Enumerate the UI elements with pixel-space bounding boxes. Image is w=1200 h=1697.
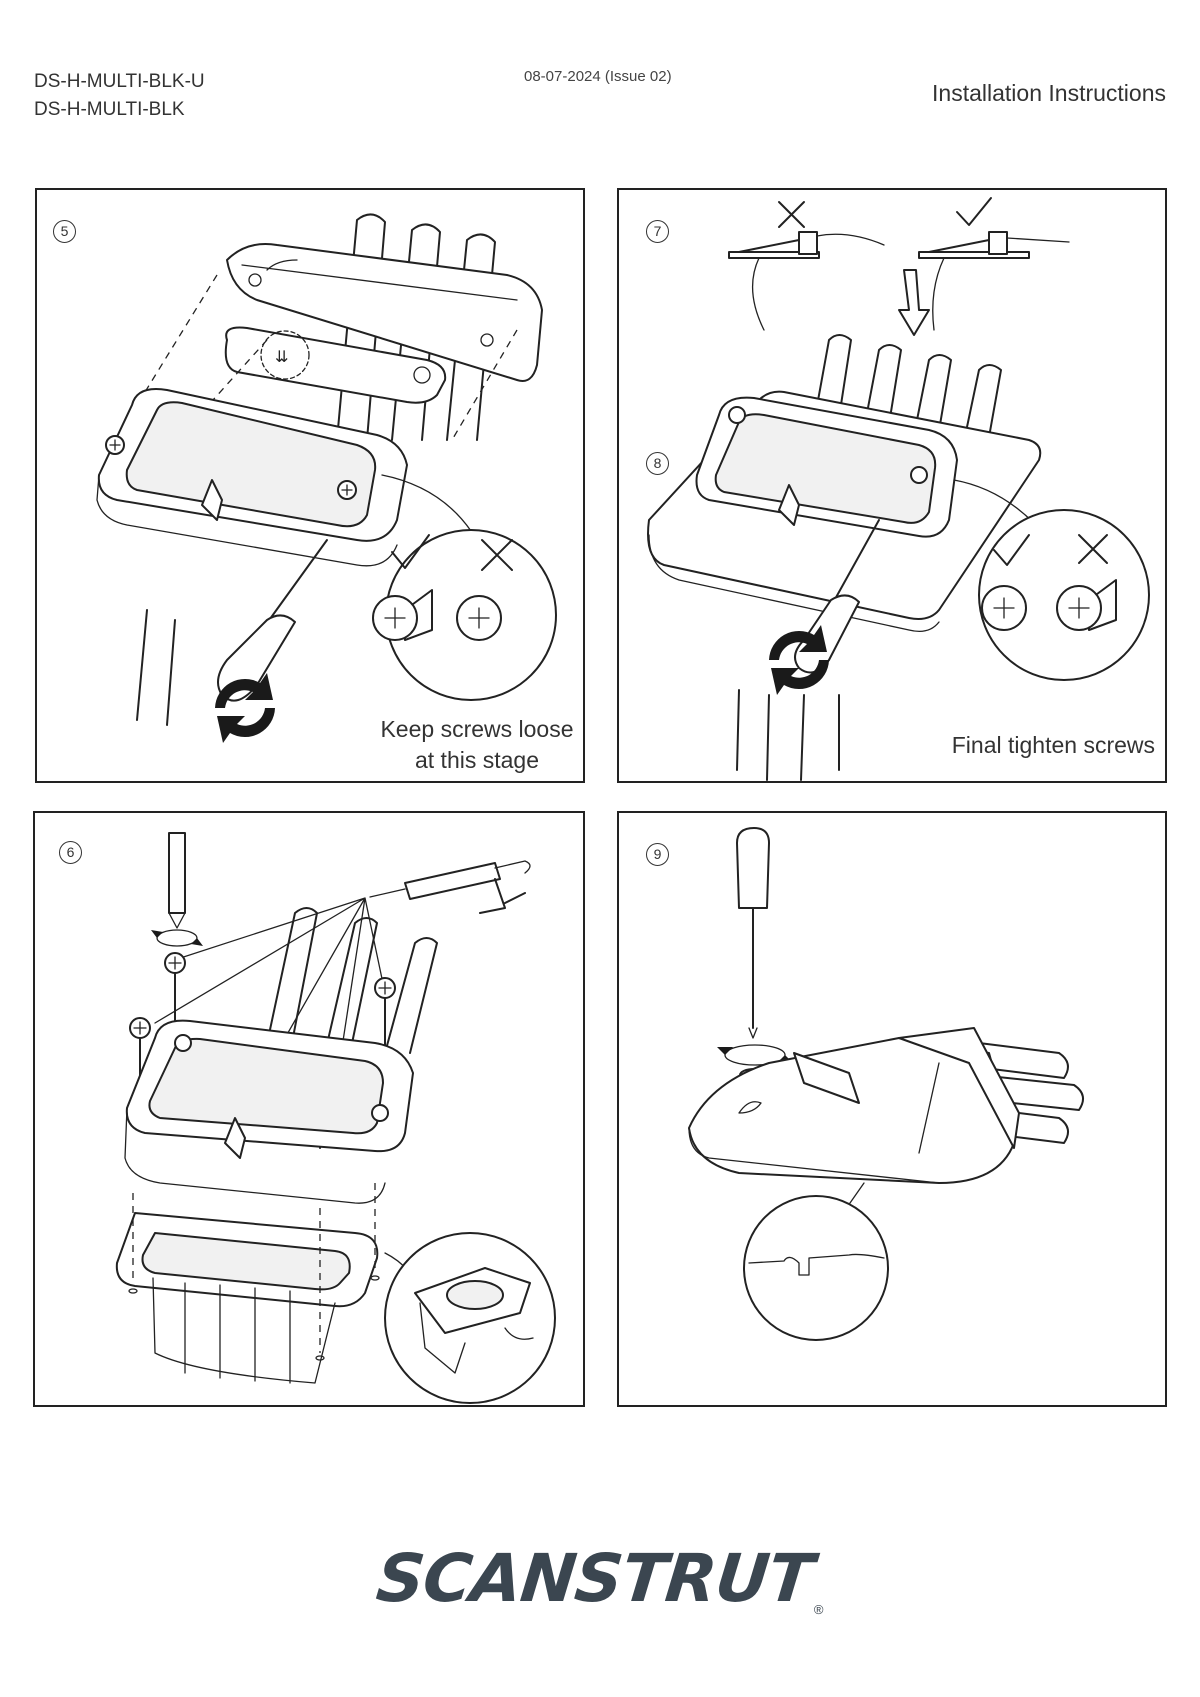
cross-icon <box>1078 534 1108 564</box>
product-code-1: DS-H-MULTI-BLK-U <box>34 71 205 92</box>
seal-detail-circle <box>743 1195 889 1341</box>
rotate-arrows-icon <box>151 929 203 947</box>
panel-step-6: 6 <box>33 811 585 1407</box>
logo-wordmark: SCANSTRUT <box>372 1540 816 1617</box>
panel-step-5: 5 ⇊ <box>35 188 585 783</box>
step-5-caption: Keep screws loose at this stage <box>380 716 574 773</box>
cover-dome <box>688 1027 1020 1184</box>
check-icon <box>956 197 992 226</box>
product-codes: DS-H-MULTI-BLK-U DS-H-MULTI-BLK <box>34 68 205 124</box>
step-number-5: 5 <box>53 220 76 243</box>
rotate-arrows-icon <box>215 673 275 743</box>
gasket: ⇊ <box>224 326 447 404</box>
rotate-arrows-icon <box>769 625 829 695</box>
cross-icon <box>778 201 805 228</box>
screw-detail-circle <box>978 509 1150 681</box>
step-7-8-illustration <box>647 197 1150 781</box>
gasket-detail-circle <box>384 1232 556 1404</box>
check-icon <box>993 534 1030 566</box>
step-5-illustration: ⇊ <box>96 213 557 743</box>
screw-icon <box>372 589 502 641</box>
step-number-6: 6 <box>59 841 82 864</box>
date-issue: 08-07-2024 (Issue 02) <box>524 68 672 85</box>
step-number-8: 8 <box>646 452 669 475</box>
cover-piece <box>226 243 543 382</box>
step-number-7: 7 <box>646 220 669 243</box>
product-code-2: DS-H-MULTI-BLK <box>34 99 185 120</box>
panel-step-7: 7 8 <box>617 188 1167 783</box>
page-title: Installation Instructions <box>932 80 1166 106</box>
correct-clamp-detail <box>918 231 1070 331</box>
step-number-9: 9 <box>646 843 669 866</box>
screwdriver-icon <box>217 539 328 702</box>
cable-bundle <box>136 213 496 726</box>
drill-icon <box>168 832 186 929</box>
sealant-gun-icon <box>369 860 531 914</box>
step-6-illustration <box>115 832 556 1404</box>
wrong-clamp-detail <box>728 231 885 331</box>
screwdriver-icon <box>736 827 770 1039</box>
screw-detail-circle <box>372 529 557 701</box>
step-7-caption: Final tighten screws <box>951 732 1155 758</box>
step-9-illustration <box>688 827 1084 1341</box>
panel-step-9: 9 <box>617 811 1167 1407</box>
scanstrut-logo: SCANSTRUT® <box>0 1540 1200 1617</box>
svg-text:⇊: ⇊ <box>275 347 288 366</box>
base-frame <box>96 388 408 567</box>
check-icon <box>391 534 430 569</box>
cross-icon <box>481 539 513 571</box>
registered-mark: ® <box>813 1602 824 1617</box>
